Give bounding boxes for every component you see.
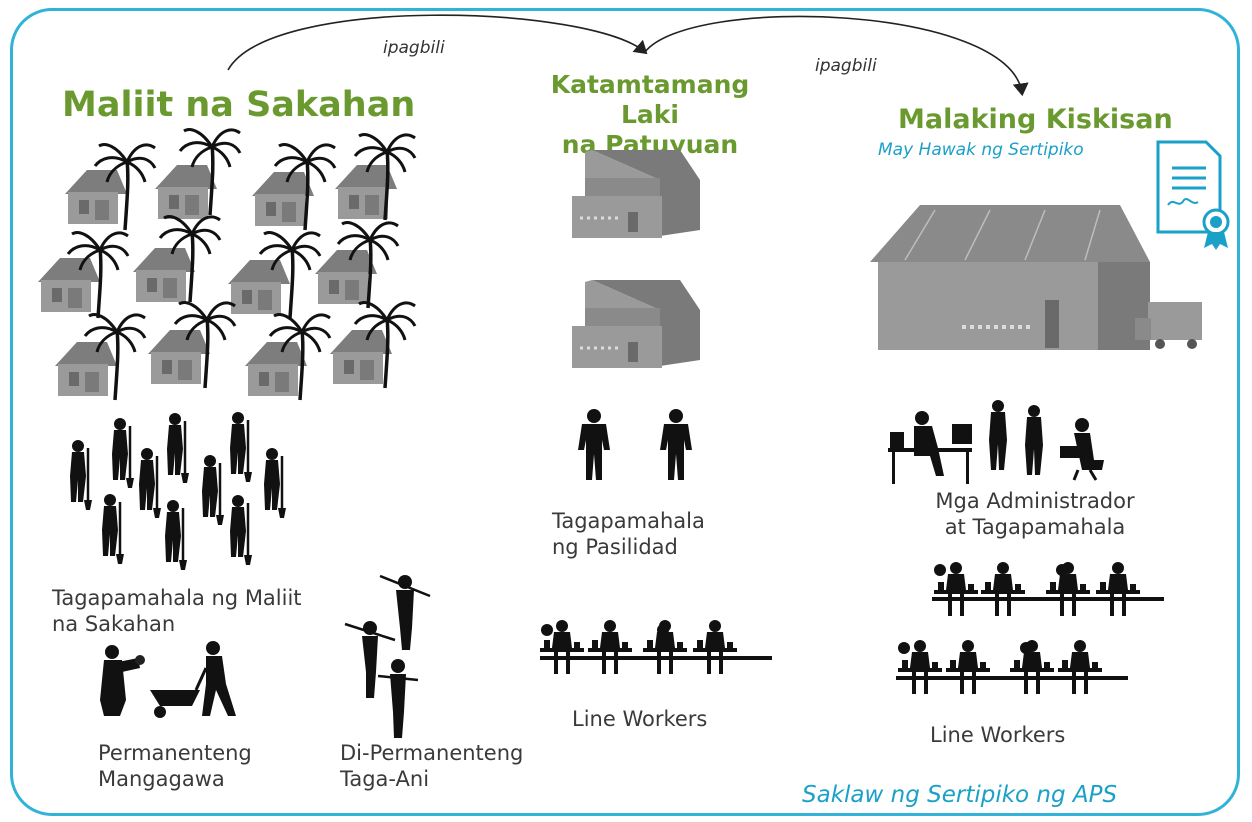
dryer-building-icon-2	[572, 280, 700, 368]
sell-arrow-2	[644, 15, 1029, 97]
medium-dryer-title: Katamtamang Laki na Patuyuan	[550, 70, 750, 159]
line-workers-figures-right	[896, 562, 1164, 694]
sell-arrow-1	[227, 14, 648, 71]
line-workers-figures-middle	[540, 620, 772, 674]
harvesters-label: Di-Permanenteng Taga-Ani	[340, 741, 524, 792]
arrow-label-2: ipagbili	[815, 56, 877, 76]
middle-line-workers-label: Line Workers	[572, 707, 708, 731]
large-mill-title: Malaking Kiskisan	[898, 104, 1173, 135]
harvesters-figures	[344, 574, 431, 738]
certificate-scope-footer: Saklaw ng Sertipiko ng APS	[802, 782, 1118, 808]
facility-managers-figures	[578, 409, 692, 480]
smallholder-managers-figures	[68, 410, 288, 572]
warehouse-icon	[870, 205, 1150, 350]
arrow-label-1: ipagbili	[383, 38, 445, 58]
administrators-figures	[888, 400, 1104, 484]
scope-frame	[10, 8, 1240, 816]
certificate-icon	[1156, 140, 1230, 250]
administrators-label: Mga Administrador at Tagapamahala	[935, 489, 1135, 540]
dryer-building-icon	[572, 150, 700, 238]
small-farms-houses	[38, 127, 417, 402]
right-line-workers-label: Line Workers	[930, 723, 1066, 747]
small-farms-title: Maliit na Sakahan	[62, 85, 416, 125]
large-mill-subtitle: May Hawak ng Sertipiko	[878, 140, 1084, 160]
permanent-workers-label: Permanenteng Mangagawa	[98, 741, 252, 792]
truck-icon	[1135, 302, 1202, 349]
facility-managers-label: Tagapamahala ng Pasilidad	[552, 509, 705, 560]
smallholder-managers-label: Tagapamahala ng Maliit na Sakahan	[52, 586, 302, 637]
permanent-workers-figures	[100, 641, 236, 718]
